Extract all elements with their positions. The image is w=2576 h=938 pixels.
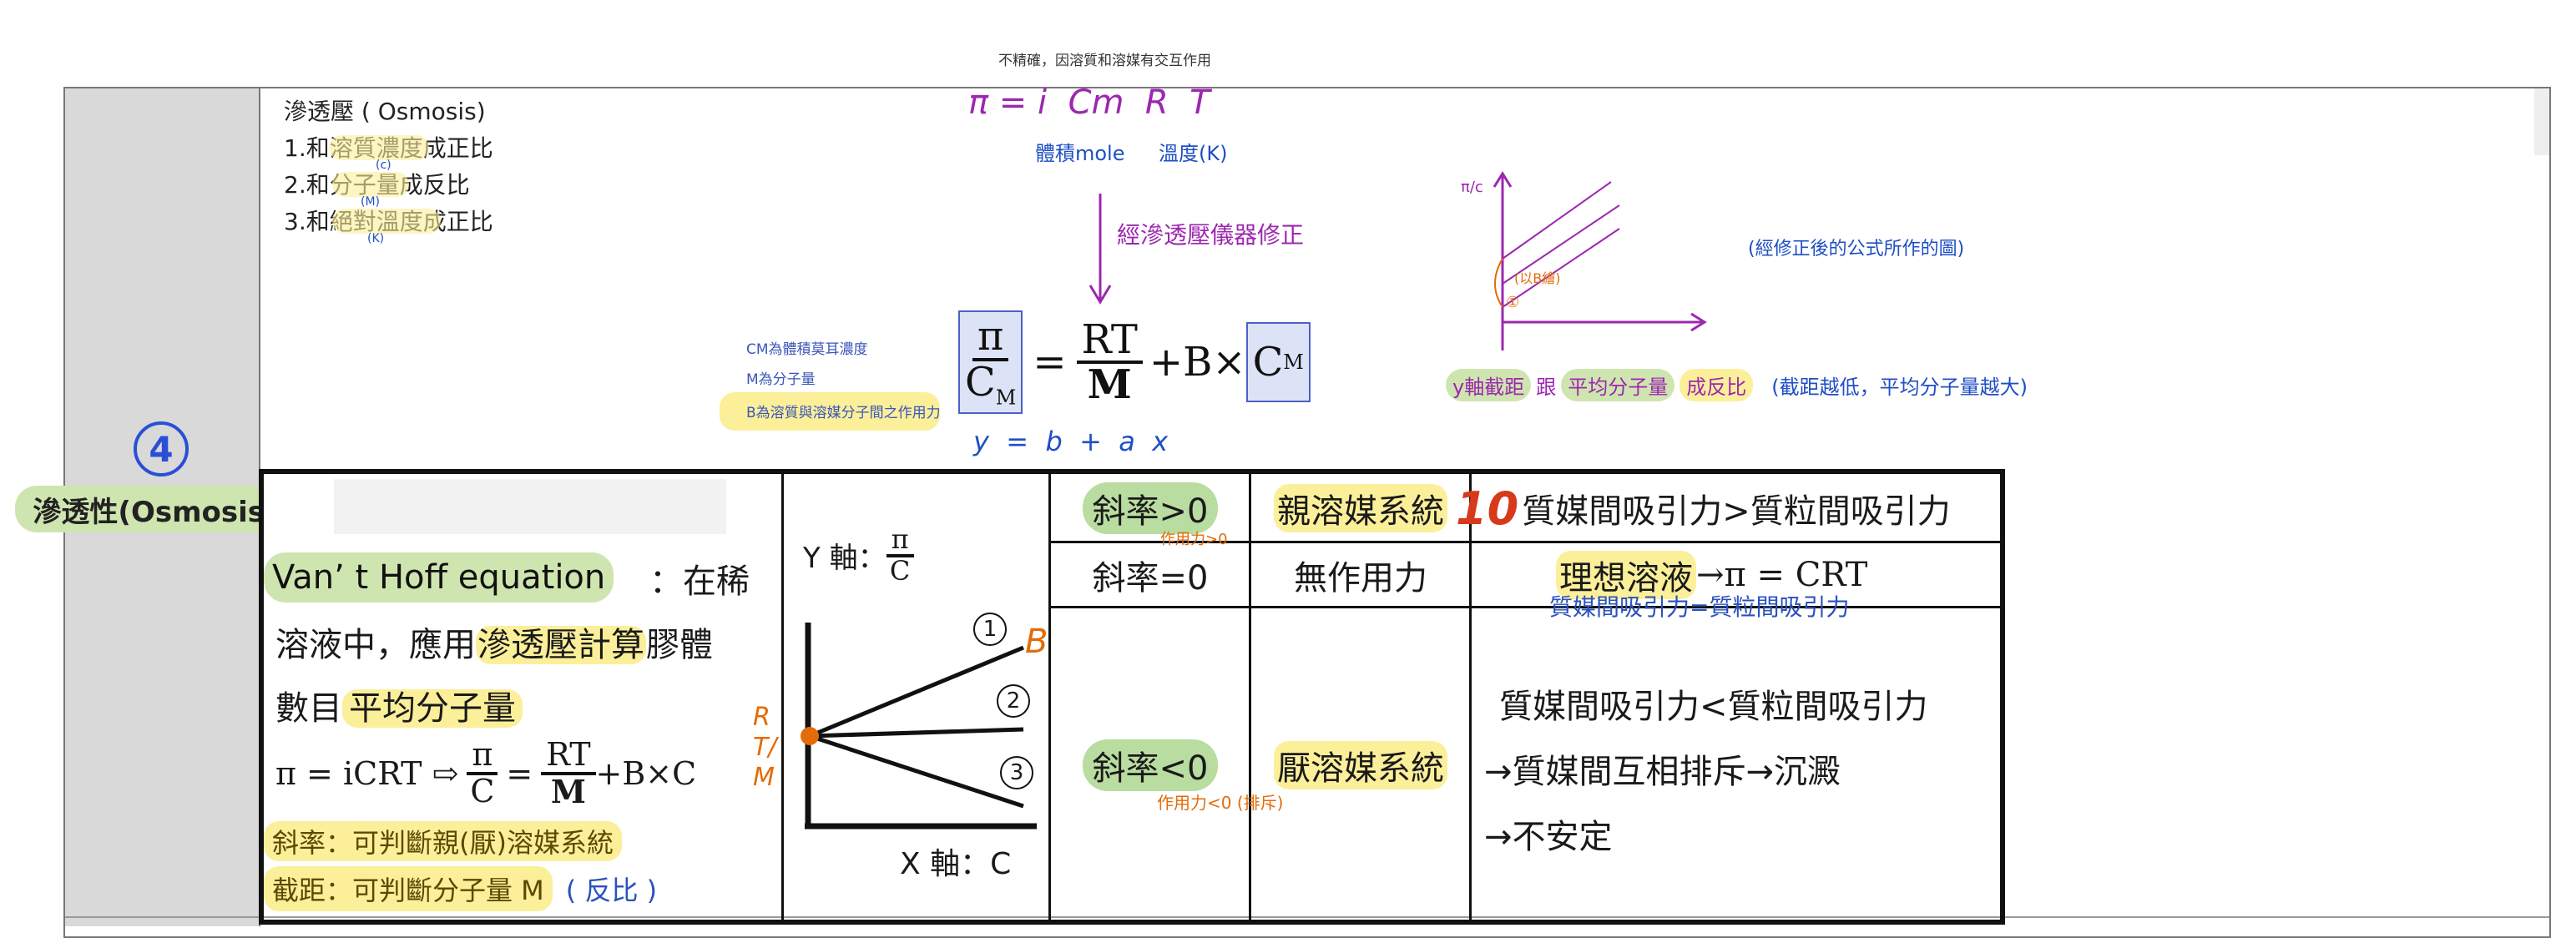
hw-graph-point: ① <box>1506 294 1520 311</box>
r3-desc: 質媒間吸引力<質粒間吸引力 →質媒間互相排斥→沉澱 →不安定 <box>1484 688 1928 856</box>
eq-plus-b: +B× <box>1149 339 1246 386</box>
notes-tag-m: (M) <box>361 195 381 209</box>
graph-rt-m: RT/M <box>753 703 777 792</box>
legend-m: M為分子量 <box>746 371 816 388</box>
hw-correction-note: 經滲透壓儀器修正 <box>1117 221 1305 249</box>
mark-10: 10 <box>1456 482 1519 535</box>
legend-b-bg <box>720 392 940 431</box>
r2-note: 質媒間吸引力=質粒間吸引力 <box>1549 593 1850 621</box>
hw-regression: y = b + a x <box>973 426 1169 457</box>
box-line3: 數目平均分子量 <box>275 681 523 729</box>
graph-marker-2: 2 <box>997 684 1030 718</box>
r3-system: 厭溶媒系統 <box>1252 609 1469 921</box>
hw-conclusion: y軸截距 跟 平均分子量 成反比 (截距越低，平均分子量越大) <box>1446 369 2028 401</box>
intercept-note: 截距：可判斷分子量 M ( 反比 ) <box>264 866 657 911</box>
notes-highlight-2 <box>332 172 409 197</box>
hw-cm-label: 體積mole <box>1035 142 1125 165</box>
vant-hoff-label: Van’ t Hoff equation <box>264 552 614 603</box>
hw-conclusion-d: 成反比 <box>1679 369 1754 401</box>
hw-conclusion-c: 平均分子量 <box>1561 369 1675 401</box>
r2-desc: 理想溶液 →π = CRT <box>1556 551 1867 599</box>
hw-graph-label: (以B繪) <box>1514 270 1561 286</box>
hw-conclusion-b: 跟 <box>1536 376 1557 399</box>
row-sep-2 <box>1050 606 2000 608</box>
hw-graph-y-label: π/c <box>1461 179 1483 196</box>
eq-equals: = <box>1033 339 1067 386</box>
header-note: 不精確，因溶質和溶媒有交互作用 <box>998 53 1211 69</box>
vant-hoff-rest: ：在稀 <box>649 562 750 601</box>
graph-marker-1: 1 <box>973 613 1007 646</box>
r1-slope: 斜率>0 <box>1052 476 1249 541</box>
hw-conclusion-a: y軸截距 <box>1446 369 1532 401</box>
hw-graph <box>1493 171 1707 350</box>
notes-tag-c: (c) <box>376 159 391 172</box>
bottom-rule <box>65 916 2549 918</box>
notes-tag-k: (K) <box>367 232 385 245</box>
summary-box <box>259 469 2005 925</box>
section-number-badge: 4 <box>134 421 189 477</box>
hw-t-label: 溫度(K) <box>1159 142 1228 165</box>
row-sep-1 <box>1050 541 2000 543</box>
hw-formula: π = i Cm R T <box>968 83 1210 122</box>
sep-1 <box>781 472 784 923</box>
r2-slope: 斜率=0 <box>1092 559 1209 598</box>
section-number: 4 <box>149 428 174 470</box>
r1-system: 親溶媒系統 <box>1252 476 1469 541</box>
r3-note: 作用力<0 (排斥) <box>1157 793 1284 813</box>
r1-desc: 質媒間吸引力>質粒間吸引力 <box>1522 492 1951 531</box>
sep-3 <box>1249 472 1251 923</box>
hw-conclusion-e: (截距越低，平均分子量越大) <box>1771 376 2028 399</box>
sep-4 <box>1469 472 1472 923</box>
legend-cm: CM為體積莫耳濃度 <box>746 341 868 358</box>
slope-note: 斜率：可判斷親(厭)溶媒系統 <box>264 821 622 861</box>
graph-plot <box>801 623 1037 830</box>
graph-marker-3: 3 <box>1000 756 1033 789</box>
hw-graph-note: (經修正後的公式所作的圖) <box>1748 239 1965 260</box>
section-title: 滲透性(Osmosis) <box>15 486 295 532</box>
r3-slope: 斜率<0 <box>1052 609 1249 921</box>
legend-b: B為溶質與溶媒分子間之作用力 <box>746 405 941 421</box>
notes-highlight-1 <box>329 135 429 160</box>
graph-x-label: X 軸：C <box>900 847 1012 881</box>
notes-title: 滲透壓 ( Osmosis) <box>284 98 486 125</box>
left-cell-topbar-shade <box>334 479 726 534</box>
r1-note: 作用力>0 <box>1160 531 1228 548</box>
r2-system: 無作用力 <box>1294 559 1427 598</box>
graph-b-mark: B <box>1025 623 1048 661</box>
sep-2 <box>1048 472 1051 923</box>
right-strip <box>2534 88 2549 155</box>
box-line2: 溶液中，應用滲透壓計算膠體 <box>275 626 713 664</box>
notes-highlight-3 <box>332 209 441 234</box>
hw-arrow-down <box>1088 194 1112 305</box>
